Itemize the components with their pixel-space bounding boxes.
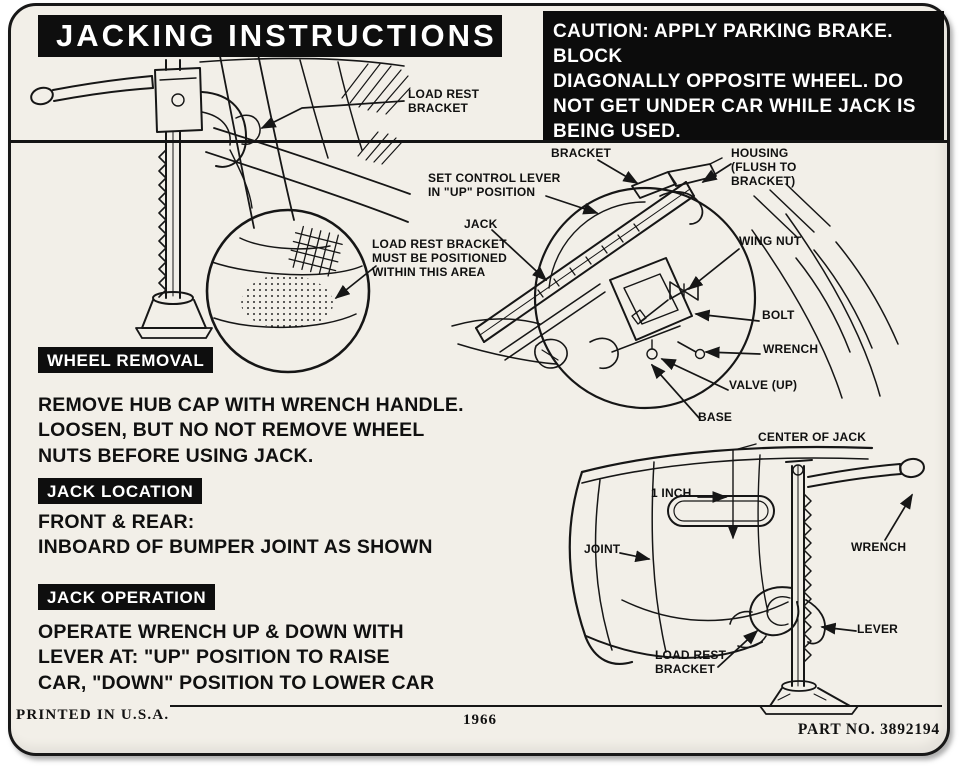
label-bolt: BOLT	[762, 308, 795, 322]
printed-in-usa: PRINTED IN U.S.A.	[16, 707, 170, 723]
footer-rule	[170, 705, 942, 707]
label-load-rest-bracket-rear: LOAD REST BRACKET	[655, 648, 727, 676]
jack-operation-body: OPERATE WRENCH UP & DOWN WITH LEVER AT: …	[38, 621, 435, 694]
label-lever: LEVER	[857, 622, 899, 636]
label-joint: JOINT	[584, 542, 621, 556]
label-set-control-lever: SET CONTROL LEVER IN "UP" POSITION	[428, 171, 561, 199]
jack-operation-heading: JACK OPERATION	[38, 584, 216, 610]
label-one-inch: 1 INCH	[651, 486, 692, 500]
wheel-removal-heading: WHEEL REMOVAL	[38, 347, 214, 373]
jack-location-body: FRONT & REAR: INBOARD OF BUMPER JOINT AS…	[38, 511, 433, 559]
header-divider	[10, 140, 948, 143]
label-bracket: BRACKET	[551, 146, 612, 160]
label-valve-up: VALVE (UP)	[729, 378, 798, 392]
part-number: PART NO. 3892194	[797, 721, 940, 738]
label-wrench-stowage: WRENCH	[763, 342, 819, 356]
label-center-of-jack: CENTER OF JACK	[758, 430, 867, 444]
page-title: JACKING INSTRUCTIONS	[38, 15, 502, 57]
label-base: BASE	[698, 410, 733, 424]
label-wing-nut: WING NUT	[739, 234, 802, 248]
label-jack: JACK	[464, 217, 498, 231]
label-housing: HOUSING (FLUSH TO BRACKET)	[731, 146, 797, 188]
label-load-rest-area: LOAD REST BRACKET MUST BE POSITIONED WIT…	[372, 237, 507, 279]
caution-notice: CAUTION: APPLY PARKING BRAKE. BLOCK DIAG…	[543, 11, 944, 142]
jack-location-heading: JACK LOCATION	[38, 478, 203, 504]
year: 1966	[463, 712, 497, 728]
label-wrench-rear: WRENCH	[851, 540, 907, 554]
wheel-removal-body: REMOVE HUB CAP WITH WRENCH HANDLE. LOOSE…	[38, 394, 464, 467]
label-load-rest-bracket: LOAD REST BRACKET	[408, 87, 480, 115]
